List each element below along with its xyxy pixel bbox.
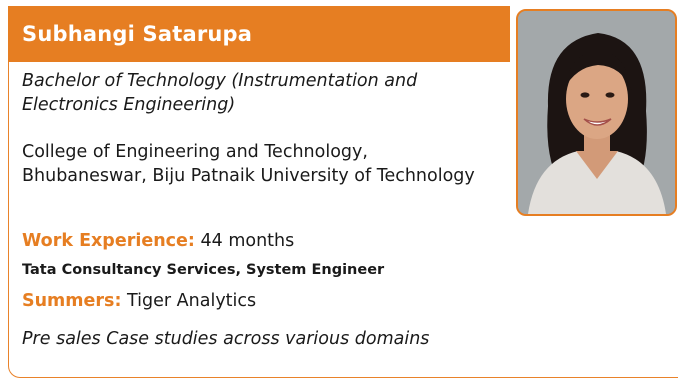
employer-text: Tata Consultancy Services, System Engine…: [22, 262, 385, 278]
summers-label: Summers:: [22, 291, 122, 311]
degree-text: Bachelor of Technology (Instrumentation …: [22, 71, 418, 115]
work-experience-label: Work Experience:: [22, 231, 195, 251]
profile-photo: [516, 9, 677, 216]
work-experience: Work Experience: 44 months: [22, 229, 502, 253]
summers-value: Tiger Analytics: [127, 291, 257, 311]
summers: Summers: Tiger Analytics: [22, 289, 256, 313]
profile-name: Subhangi Satarupa: [22, 22, 253, 46]
name-banner: Subhangi Satarupa: [8, 6, 510, 62]
college-text: College of Engineering and Technology, B…: [22, 142, 475, 186]
summer-project-text: Pre sales Case studies across various do…: [22, 329, 430, 349]
work-experience-value: 44 months: [200, 231, 295, 251]
